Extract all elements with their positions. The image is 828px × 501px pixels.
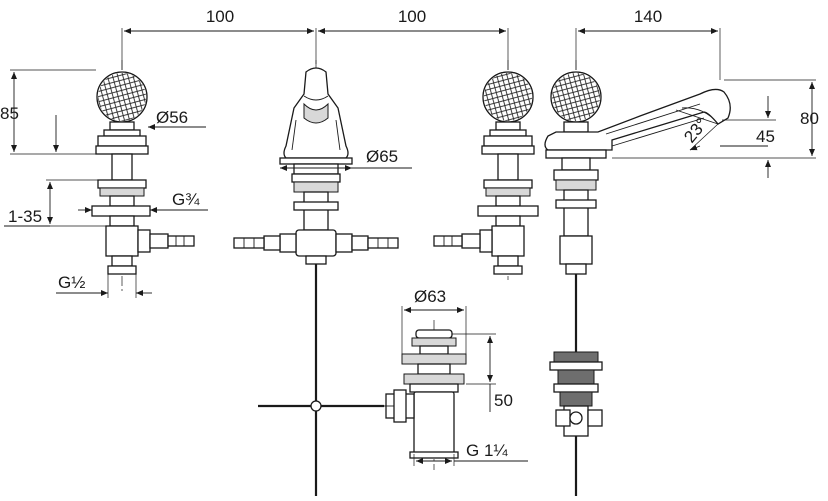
dim-spacing-left: 100 xyxy=(206,7,234,26)
dim-height-handle: 85 xyxy=(0,104,19,123)
dim-spout-angle: 23° xyxy=(680,115,711,147)
pop-up-waste-icon xyxy=(549,351,603,437)
right-valve xyxy=(433,60,539,280)
dim-deck-thickness: 1-35 xyxy=(8,207,42,226)
top-dimensions xyxy=(121,28,721,80)
dim-waste-thread: G 1¼ xyxy=(466,441,508,460)
dim-thread-inlet: G½ xyxy=(58,273,85,292)
left-valve-dimensions xyxy=(4,69,208,298)
crystal-handle-icon xyxy=(96,71,148,123)
pop-up-waste-dimensions xyxy=(401,306,528,466)
dim-waste-height: 50 xyxy=(494,391,513,410)
left-valve xyxy=(91,60,195,292)
dim-outlet-height: 45 xyxy=(756,127,775,146)
center-spout xyxy=(233,60,399,496)
dim-waste-diameter: Ø63 xyxy=(414,287,446,306)
dim-spout-reach: 140 xyxy=(634,7,662,26)
side-view-dimensions xyxy=(612,79,816,178)
spout-body-icon xyxy=(283,67,349,159)
dim-spout-height: 80 xyxy=(800,109,819,128)
pop-up-waste xyxy=(384,320,467,470)
dim-base-diameter: Ø65 xyxy=(366,147,398,166)
dim-handle-diameter: Ø56 xyxy=(156,108,188,127)
dim-spacing-right: 100 xyxy=(398,7,426,26)
dim-thread-supply: G¾ xyxy=(172,190,200,209)
crystal-handle-icon xyxy=(482,71,534,123)
crystal-handle-icon xyxy=(550,71,602,123)
